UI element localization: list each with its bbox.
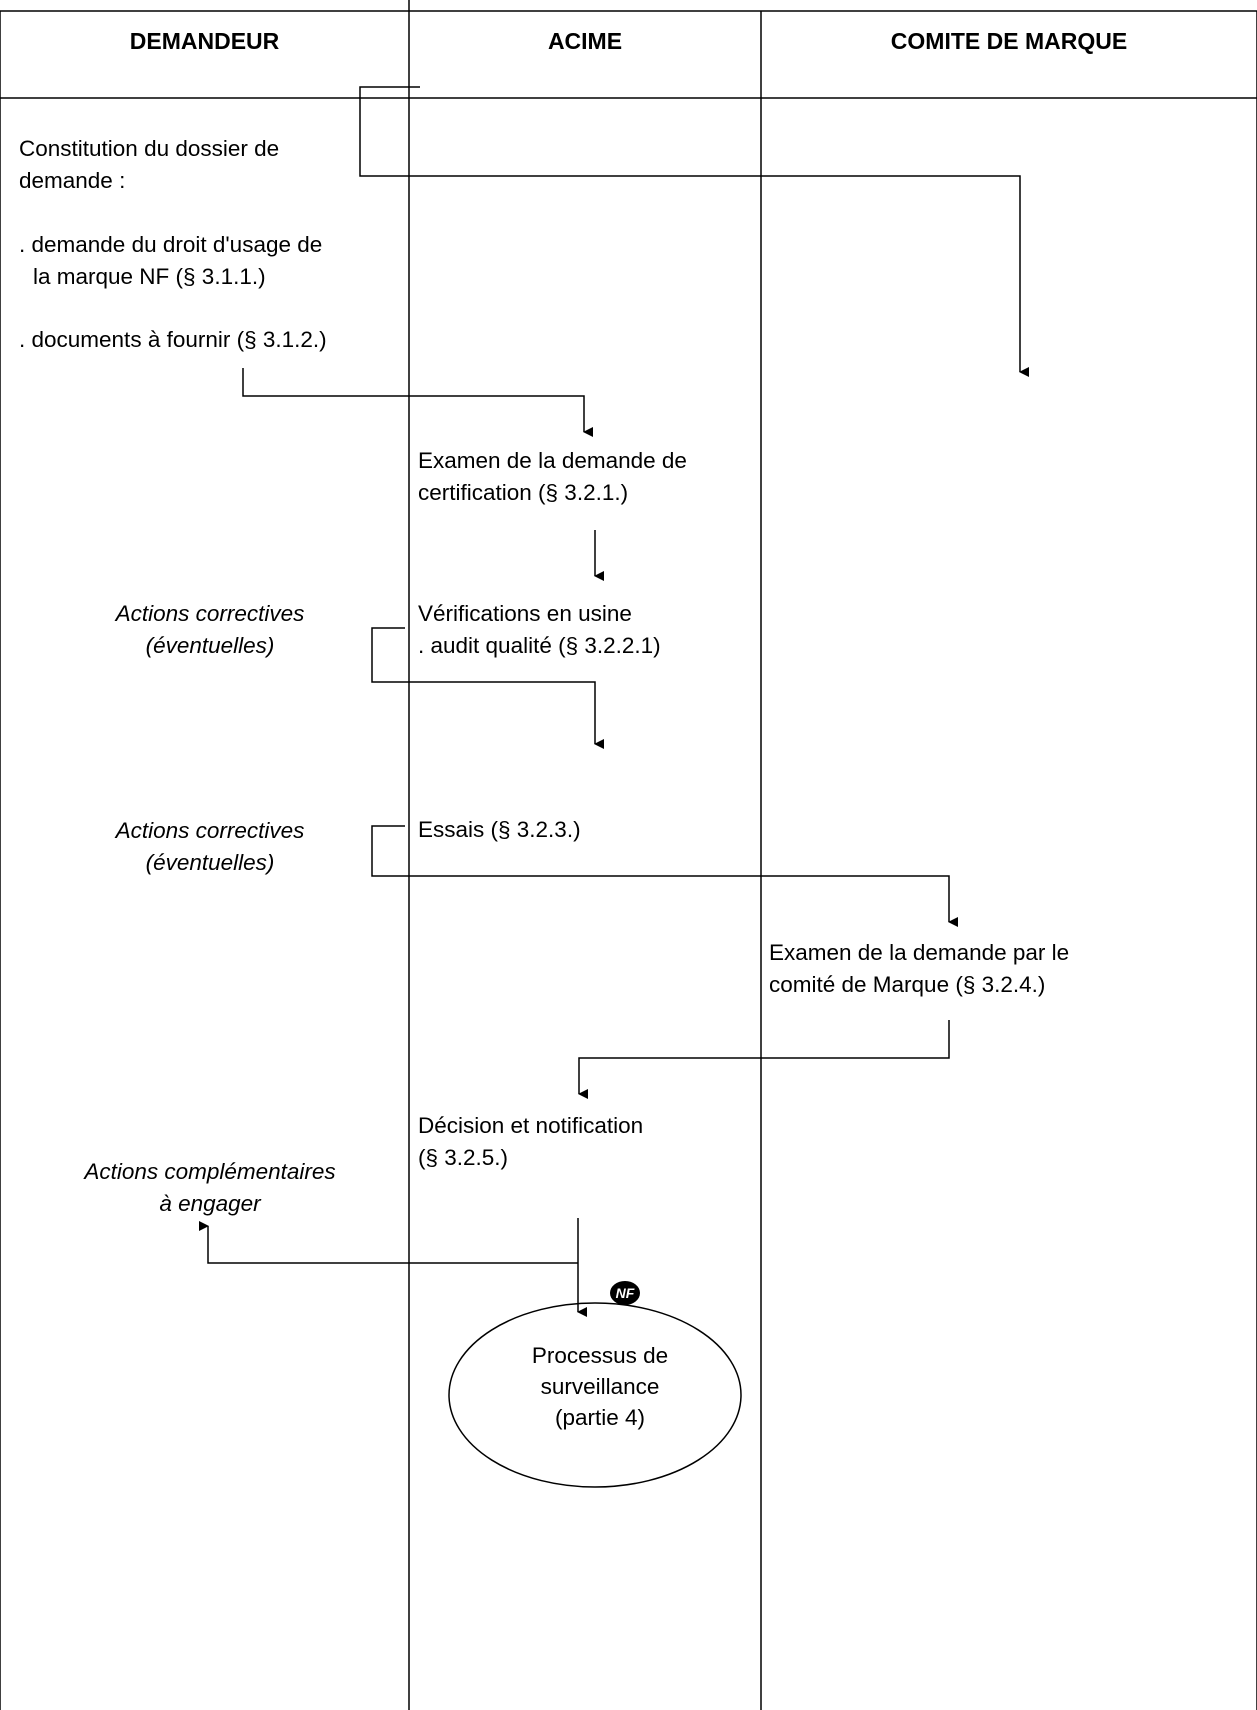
step-actions2-line2: (éventuelles) [145, 850, 275, 875]
step-verif-line1: Vérifications en usine [418, 601, 632, 626]
step-verif-line2: . audit qualité (§ 3.2.2.1) [418, 633, 661, 658]
process-line1: Processus de [531, 1343, 669, 1368]
column-header-comite: COMITE DE MARQUE [890, 28, 1128, 54]
nf-mark-icon: NF [610, 1281, 640, 1305]
step-item2: . documents à fournir (§ 3.1.2.) [19, 327, 327, 352]
step-constitution-line1: Constitution du dossier de [19, 136, 280, 161]
connector-to-comite [359, 86, 1029, 377]
step-decision-line2: (§ 3.2.5.) [418, 1145, 509, 1170]
connector-comite-to-decision [578, 1020, 950, 1099]
step-item1-line1: . demande du droit d'usage de [19, 232, 323, 257]
step-essais: Essais (§ 3.2.3.) [418, 817, 581, 842]
connector-to-complementaires [199, 1221, 578, 1264]
step-complementaires-line1: Actions complémentaires [84, 1159, 336, 1184]
connector-actions2-bracket [371, 825, 958, 927]
step-actions1-line1: Actions correctives [115, 601, 305, 626]
surveillance-ellipse [448, 1302, 742, 1488]
connector-actions1-bracket [371, 627, 604, 749]
step-comite-line1: Examen de la demande par le [769, 940, 1070, 965]
svg-text:NF: NF [616, 1285, 635, 1301]
process-line3: (partie 4) [554, 1405, 646, 1430]
step-complementaires-line2: à engager [159, 1191, 261, 1216]
surveillance-process-label: Processus de surveillance (partie 4) [470, 1340, 730, 1433]
step-examen-line2: certification (§ 3.2.1.) [418, 480, 629, 505]
step-item1-line2: la marque NF (§ 3.1.1.) [33, 264, 266, 289]
process-line2: surveillance [540, 1374, 660, 1399]
column-header-demandeur: DEMANDEUR [129, 28, 280, 54]
connector-docs-to-examen [242, 368, 593, 437]
column-header-acime: ACIME [547, 28, 623, 54]
step-decision-line1: Décision et notification [418, 1113, 644, 1138]
step-actions1-line2: (éventuelles) [145, 633, 275, 658]
step-examen-line1: Examen de la demande de [418, 448, 687, 473]
step-comite-line2: comité de Marque (§ 3.2.4.) [769, 972, 1046, 997]
step-constitution-line2: demande : [19, 168, 126, 193]
step-actions2-line1: Actions correctives [115, 818, 305, 843]
